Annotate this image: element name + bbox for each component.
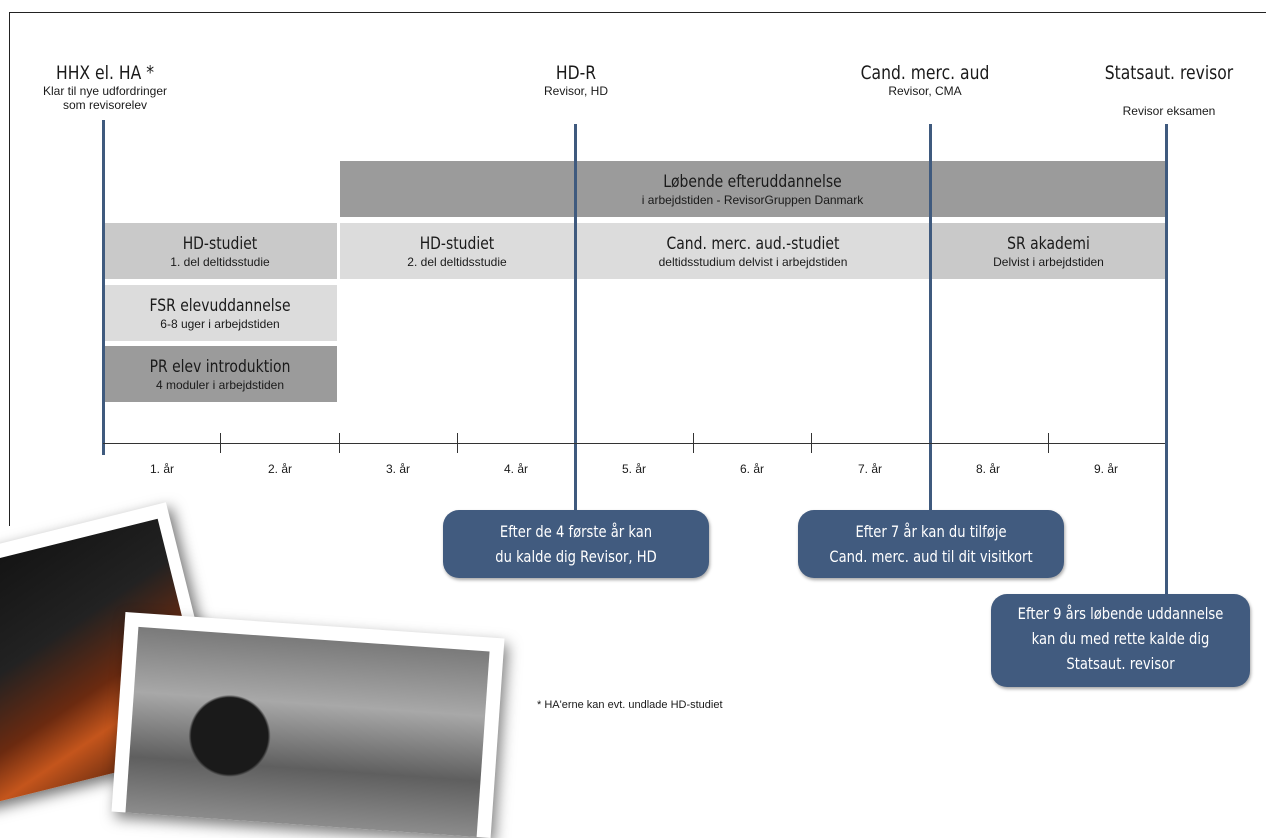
- milestone-statsaut-sub1: Revisor eksamen: [1122, 104, 1216, 118]
- block-fsr: FSR elevuddannelse 6-8 uger i arbejdstid…: [103, 285, 337, 341]
- milestone-line-hhx: [102, 120, 105, 455]
- timeline-tick: [693, 433, 694, 453]
- year-label-5: 5. år: [621, 462, 646, 476]
- milestone-cand: Cand. merc. aud Revisor, CMA: [830, 62, 1020, 98]
- milestone-hhx-sub1: Klar til nye udfordringer: [42, 84, 168, 98]
- year-label-7: 7. år: [857, 462, 882, 476]
- year-label-9: 9. år: [1093, 462, 1118, 476]
- block-cand: Cand. merc. aud.-studiet deltidsstudium …: [577, 223, 929, 279]
- milestone-line-statsaut: [1165, 124, 1168, 598]
- milestone-hhx-sub2: som revisorelev: [62, 98, 148, 112]
- block-lobende-efteruddannelse: Løbende efteruddannelse i arbejdstiden -…: [340, 161, 1165, 217]
- year-label-1: 1. år: [149, 462, 174, 476]
- milestone-cand-title: Cand. merc. aud: [860, 62, 990, 84]
- block-cand-title: Cand. merc. aud.-studiet: [666, 234, 840, 254]
- timeline-axis: [103, 443, 1165, 444]
- callout-cand-merc-line2: Cand. merc. aud til dit visitkort: [829, 547, 1033, 566]
- callout-revisor-hd-line2: du kalde dig Revisor, HD: [495, 547, 657, 566]
- block-fsr-sub: 6-8 uger i arbejdstiden: [160, 317, 280, 331]
- frame-top-border: [9, 12, 1266, 13]
- block-hd1-sub: 1. del deltidsstudie: [170, 255, 270, 269]
- block-pr-title: PR elev introduktion: [149, 357, 291, 377]
- block-hd2-title: HD-studiet: [419, 234, 495, 254]
- callout-statsaut: Efter 9 års løbende uddannelse kan du me…: [991, 594, 1250, 687]
- timeline-tick: [1048, 433, 1049, 453]
- callout-cand-merc: Efter 7 år kan du tilføje Cand. merc. au…: [798, 510, 1064, 578]
- block-cand-sub: deltidsstudium delvist i arbejdstiden: [658, 255, 848, 269]
- footnote: * HA'erne kan evt. undlade HD-studiet: [537, 699, 723, 711]
- timeline-tick: [339, 433, 340, 453]
- callout-revisor-hd: Efter de 4 første år kan du kalde dig Re…: [443, 510, 709, 578]
- milestone-hdr-sub1: Revisor, HD: [543, 84, 608, 98]
- milestone-line-hdr: [574, 124, 577, 514]
- block-pr: PR elev introduktion 4 moduler i arbejds…: [103, 346, 337, 402]
- year-label-6: 6. år: [739, 462, 764, 476]
- callout-revisor-hd-line1: Efter de 4 første år kan: [499, 522, 653, 541]
- callout-statsaut-line3: Statsaut. revisor: [1066, 654, 1175, 673]
- block-sr-akademi: SR akademi Delvist i arbejdstiden: [932, 223, 1165, 279]
- milestone-statsaut-title: Statsaut. revisor: [1104, 62, 1234, 84]
- timeline-tick: [457, 433, 458, 453]
- block-pr-sub: 4 moduler i arbejdstiden: [155, 378, 285, 392]
- year-label-8: 8. år: [975, 462, 1000, 476]
- block-sr-sub: Delvist i arbejdstiden: [993, 255, 1104, 269]
- block-lobende-sub: i arbejdstiden - RevisorGruppen Danmark: [641, 193, 864, 207]
- block-fsr-title: FSR elevuddannelse: [149, 296, 291, 316]
- year-label-3: 3. år: [385, 462, 410, 476]
- callout-statsaut-line1: Efter 9 års løbende uddannelse: [1017, 604, 1224, 623]
- callout-statsaut-line2: kan du med rette kalde dig: [1031, 629, 1210, 648]
- callout-cand-merc-line1: Efter 7 år kan du tilføje: [855, 522, 1007, 541]
- year-label-2: 2. år: [267, 462, 292, 476]
- frame-left-border: [9, 12, 10, 526]
- year-label-4: 4. år: [503, 462, 528, 476]
- milestone-statsaut: Statsaut. revisor Revisor eksamen: [1076, 62, 1262, 118]
- block-hd2-sub: 2. del deltidsstudie: [407, 255, 507, 269]
- milestone-cand-sub1: Revisor, CMA: [888, 84, 962, 98]
- decorative-photo-people: [111, 611, 505, 838]
- milestone-hhx: HHX el. HA * Klar til nye udfordringer s…: [10, 62, 200, 112]
- milestone-hhx-title: HHX el. HA *: [55, 62, 154, 84]
- timeline-tick: [220, 433, 221, 453]
- milestone-hdr: HD-R Revisor, HD: [506, 62, 646, 98]
- milestone-line-cand: [929, 124, 932, 514]
- block-hd2: HD-studiet 2. del deltidsstudie: [340, 223, 574, 279]
- block-sr-title: SR akademi: [1007, 234, 1090, 254]
- timeline-tick: [811, 433, 812, 453]
- block-hd1: HD-studiet 1. del deltidsstudie: [103, 223, 337, 279]
- block-hd1-title: HD-studiet: [182, 234, 258, 254]
- block-lobende-title: Løbende efteruddannelse: [663, 172, 842, 192]
- milestone-hdr-title: HD-R: [555, 62, 597, 84]
